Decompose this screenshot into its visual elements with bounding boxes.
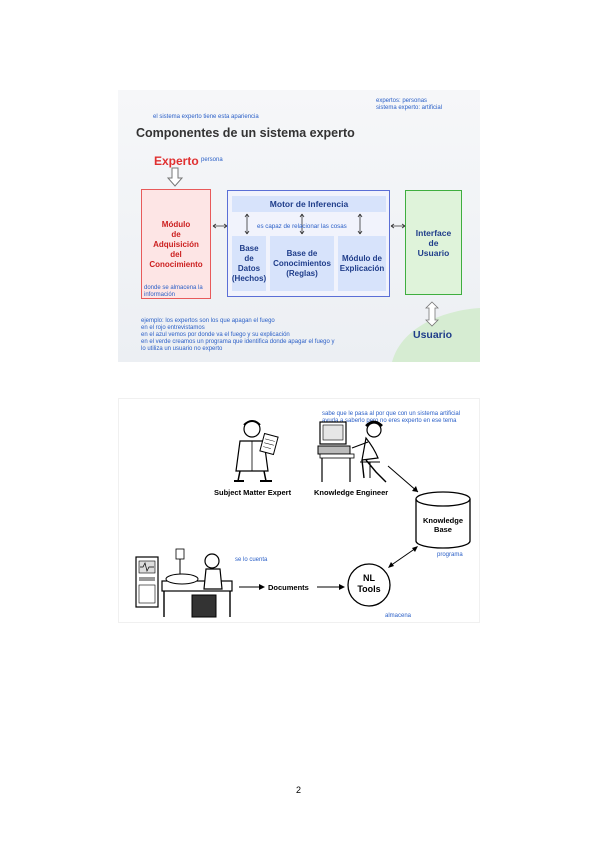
note-line: expertos: personas [376,98,428,104]
double-arrow-icon [390,223,406,229]
box-line: Adquisición [153,240,199,249]
nl-tools-label: NL Tools [346,573,392,595]
medical-scene-illustration [135,548,233,618]
subject-matter-expert-label: Subject Matter Expert [214,488,292,497]
box-line: de [244,253,254,263]
experto-label: Experto [154,154,199,168]
box-line: del [170,250,182,259]
motor-inferencia-box: Motor de Inferencia [232,196,386,212]
box-line: Explicación [339,263,385,273]
documents-label: Documents [268,583,309,592]
note-line: sistema experto: artificial [376,105,443,111]
note-apariencia: el sistema experto tiene esta apariencia [153,114,259,120]
vertical-hollow-arrow-icon [425,301,439,327]
box-line: de [428,237,439,248]
slide-title: Componentes de un sistema experto [136,126,355,140]
box-line: Datos [237,263,261,273]
label-line: Knowledge [422,516,463,525]
knowledge-engineer-label: Knowledge Engineer [314,488,389,497]
arrow-icon [239,584,265,590]
vertical-double-arrow-icon [244,213,250,235]
note-line: donde se almacena la [144,285,203,291]
box-line: Base [239,243,259,253]
note-line: ayuda a saberlo pero no eres experto en … [322,418,457,424]
note-persona: persona [201,157,223,163]
database-icon [415,491,471,549]
note-line: información [144,292,176,298]
note-line: en el azul vemos por donde va el fuego y… [141,332,290,338]
interface-usuario-box: Interface de Usuario [405,190,462,295]
modulo-adquisicion-box: Módulo de Adquisición del Conocimiento [141,189,211,299]
label-line: Tools [357,584,381,594]
note-almacena: almacena [385,613,412,619]
box-line: de [171,230,181,239]
note-expertos: expertos: personas sistema experto: arti… [376,98,442,112]
double-arrow-icon [212,223,228,229]
note-relacionar: es capaz de relacionar las cosas [257,223,347,230]
decorative-swoosh-icon [392,308,480,362]
label-line: NL [363,573,375,583]
box-line: (Hechos) [231,273,267,283]
nl-tools-circle [347,563,391,607]
box-line: (Reglas) [286,268,318,278]
vertical-double-arrow-icon [357,213,363,235]
note-line: lo utiliza un usuario no experto [141,346,223,352]
note-line: en el rojo entrevistamos [141,325,205,331]
note-ejemplo: ejemplo: los expertos son los que apagan… [141,318,334,353]
note-se-lo-cuenta: se lo cuenta [235,557,268,563]
label-line: Base [434,525,452,534]
arrow-icon [387,465,419,493]
double-arrow-icon [388,546,418,568]
box-line: Conocimientos [273,258,331,268]
base-conocimientos-box: Base de Conocimientos (Reglas) [270,236,334,291]
down-arrow-icon [167,167,183,187]
knowledge-base-label: Knowledge Base [414,516,472,534]
subject-matter-expert-illustration [234,420,279,482]
note-programa: programa [437,552,463,558]
note-sabe: sabe que le pasa al por que con un siste… [322,411,460,425]
usuario-label: Usuario [413,329,453,341]
box-line: Interface [415,227,452,238]
base-datos-box: Base de Datos (Hechos) [232,236,266,291]
arrow-icon [317,584,345,590]
page-number: 2 [296,785,302,795]
knowledge-engineer-illustration [317,420,387,483]
box-line: Módulo de [342,253,382,263]
note-line: ejemplo: los expertos son los que apagan… [141,318,275,324]
note-almacena-informacion: donde se almacena la información [144,285,203,299]
box-line: Módulo [161,220,191,229]
note-line: sabe que le pasa al por que con un siste… [322,411,461,417]
box-line: Conocimiento [149,260,203,269]
vertical-double-arrow-icon [299,213,305,235]
note-line: en el verde creamos un programa que iden… [141,339,335,345]
modulo-explicacion-box: Módulo de Explicación [338,236,386,291]
box-line: Base de [286,248,318,258]
box-line: Usuario [417,247,450,258]
